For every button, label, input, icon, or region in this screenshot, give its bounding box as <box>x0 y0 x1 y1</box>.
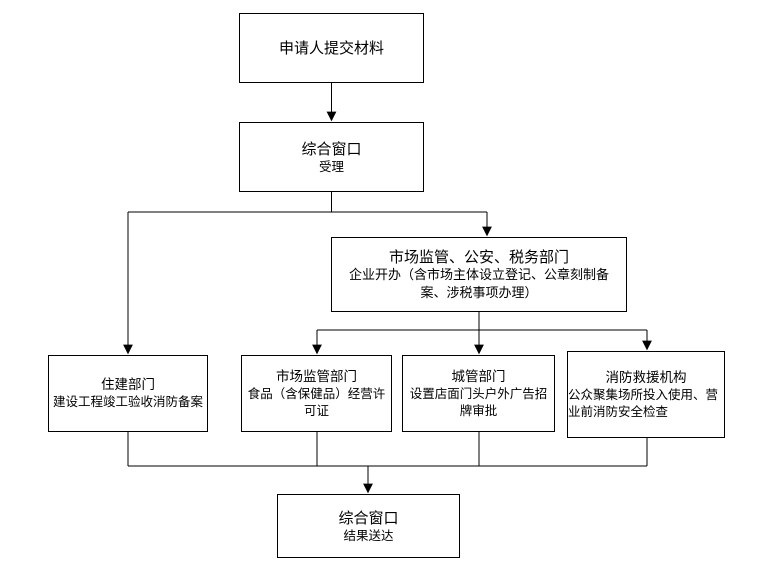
node-accept-body: 受理 <box>318 158 344 174</box>
node-fire[interactable]: 消防救援机构 公众聚集场所投入使用、营业前消防安全检查 <box>567 351 725 438</box>
node-deliver-title: 综合窗口 <box>338 508 399 527</box>
node-deliver-body: 结果送达 <box>343 527 394 543</box>
node-fire-title: 消防救援机构 <box>605 369 687 386</box>
node-urban-body: 设置店面门头户外广告招牌审批 <box>409 386 548 418</box>
node-startup[interactable]: 市场监管、公安、税务部门 企业开办（含市场主体设立登记、公章刻制备案、涉税事项办… <box>331 237 627 312</box>
node-fire-body: 公众聚集场所投入使用、营业前消防安全检查 <box>568 387 719 419</box>
node-market[interactable]: 市场监管部门 食品（含保健品）经营许可证 <box>241 355 392 432</box>
node-accept[interactable]: 综合窗口 受理 <box>239 122 424 192</box>
node-deliver[interactable]: 综合窗口 结果送达 <box>277 494 460 558</box>
node-urban[interactable]: 城管部门 设置店面门头户外广告招牌审批 <box>402 355 555 432</box>
node-submit-title: 申请人提交材料 <box>278 38 384 57</box>
node-housing-title: 住建部门 <box>101 377 155 394</box>
node-urban-title: 城管部门 <box>451 368 506 385</box>
node-housing-body: 建设工程竣工验收消防备案 <box>53 394 204 410</box>
node-market-body: 食品（含保健品）经营许可证 <box>247 386 386 418</box>
node-startup-title: 市场监管、公安、税务部门 <box>388 248 569 267</box>
node-housing[interactable]: 住建部门 建设工程竣工验收消防备案 <box>48 355 208 432</box>
node-accept-title: 综合窗口 <box>301 139 362 158</box>
node-startup-body: 企业开办（含市场主体设立登记、公章刻制备案、涉税事项办理） <box>348 268 609 301</box>
node-market-title: 市场监管部门 <box>276 368 357 385</box>
node-submit[interactable]: 申请人提交材料 <box>239 13 424 83</box>
